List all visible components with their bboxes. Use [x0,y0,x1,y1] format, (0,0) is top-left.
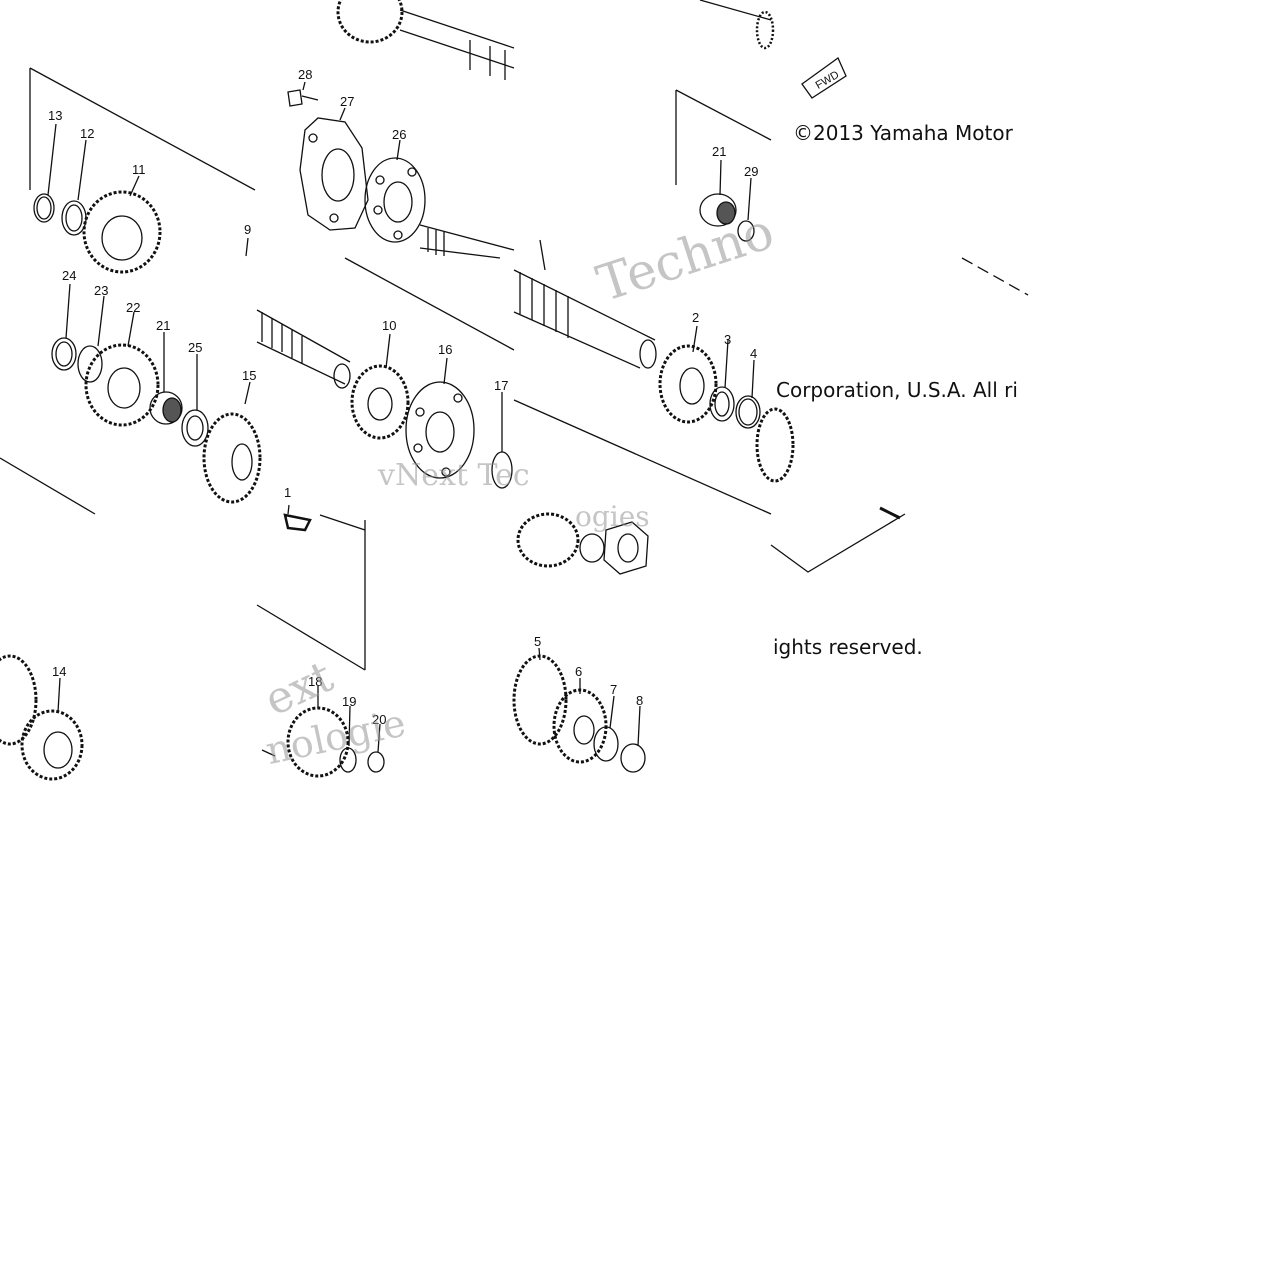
hex-nut [603,521,649,575]
callout-2: 2 [692,310,699,325]
callout-17: 17 [494,378,508,393]
tile-middle-center [256,257,515,489]
callout-24: 24 [62,268,76,283]
callout-29: 29 [744,164,758,179]
tile-bottom-center [256,504,385,778]
gear-part-5 [512,654,568,746]
tile-top-left [29,67,256,274]
gear-part-22 [84,343,160,427]
callout-6: 6 [575,664,582,679]
bolt-part-28 [287,89,303,107]
tile-top-center [287,0,515,259]
washer-part-25 [181,409,209,447]
bearing-part-16 [405,381,475,479]
plate-part-27 [299,117,369,231]
callout-3: 3 [724,332,731,347]
callout-22: 22 [126,300,140,315]
gear-part-2 [658,344,718,424]
circlip-part-4 [735,395,761,429]
callout-14: 14 [52,664,66,679]
callout-4: 4 [750,346,757,361]
callout-25: 25 [188,340,202,355]
callout-7: 7 [610,682,617,697]
callout-26: 26 [392,127,406,142]
washer-part-3 [709,386,735,422]
gear-part-18 [286,706,350,778]
tile-middle-right [513,239,795,515]
spacer-part-17 [491,451,513,489]
callout-15: 15 [242,368,256,383]
callout-8: 8 [636,693,643,708]
callout-18: 18 [308,674,322,689]
circlip-part-8 [620,743,646,773]
callout-13: 13 [48,108,62,123]
gear-part-15 [202,412,262,504]
tile-top-right [675,0,775,242]
circlip-part-24 [51,337,77,371]
callout-16: 16 [438,342,452,357]
fwd-arrow-icon: FWD [801,57,847,99]
callout-1: 1 [284,485,291,500]
copyright-line-2: Corporation, U.S.A. All ri [776,378,1018,402]
needle-bearing-part-21-mid [149,391,183,425]
needle-bearing-part-21 [699,193,737,227]
collar-part-23 [77,345,103,383]
callout-21-mid: 21 [156,318,170,333]
gear-part-10 [350,364,410,440]
callout-20: 20 [372,712,386,727]
washer-part-19 [339,747,357,773]
callout-9: 9 [244,222,251,237]
gear-part-14 [20,709,84,781]
circlip-part-13 [33,193,55,223]
tile-bottom-left [0,654,84,781]
bearing-part-26 [364,157,426,243]
washer-part-29 [737,220,755,242]
callout-5: 5 [534,634,541,649]
circlip-part-20 [367,751,385,773]
callout-19: 19 [342,694,356,709]
copyright-line-3: ights reserved. [773,635,923,659]
washer-part-7 [593,726,619,762]
tile-bottom-right [512,512,649,773]
right-side-lines [770,257,1029,573]
gear-part-11 [82,190,162,274]
callout-11: 11 [132,162,146,177]
callout-12: 12 [80,126,94,141]
callout-21-top: 21 [712,144,726,159]
callout-28: 28 [298,67,312,82]
callout-23: 23 [94,283,108,298]
tile-middle-left [0,283,262,515]
gear-top [336,0,404,44]
callout-10: 10 [382,318,396,333]
copyright-line-1: ©2013 Yamaha Motor [793,121,1013,145]
callout-27: 27 [340,94,354,109]
